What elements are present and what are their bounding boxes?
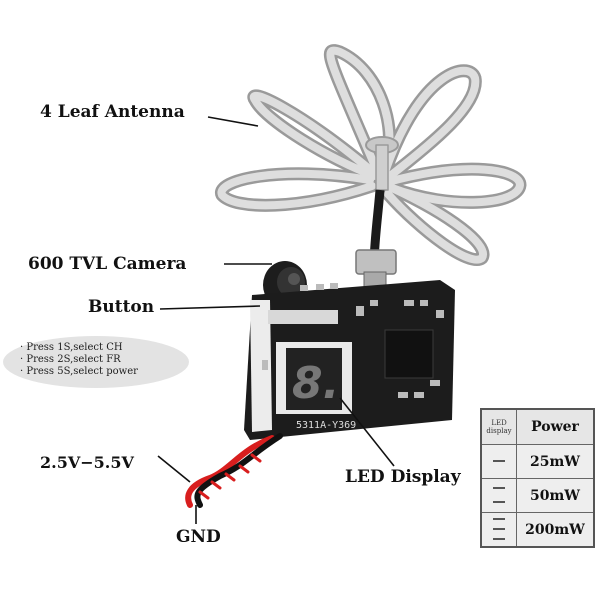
led-indicator-3: [480, 512, 517, 548]
antenna-connector: [355, 249, 397, 275]
instructions-bubble: [3, 336, 189, 388]
table-row: 25mW: [480, 444, 595, 479]
leader-lines: [157, 116, 395, 524]
header-led-display: LED display: [480, 408, 517, 445]
led-display-label: LED Display: [345, 467, 461, 487]
table-row: 200mW: [480, 512, 595, 548]
header-power: Power: [516, 408, 595, 445]
antenna-label: 4 Leaf Antenna: [40, 102, 185, 122]
led-segment: [493, 460, 505, 462]
power-table: LED display Power 25mW 50mW 200mW: [480, 408, 595, 548]
power-wires: [185, 433, 283, 508]
table-row: 50mW: [480, 478, 595, 513]
voltage-label: 2.5V−5.5V: [40, 453, 134, 472]
led-digit: 8.: [292, 358, 339, 409]
gnd-label: GND: [176, 527, 221, 547]
led-segment: [493, 518, 505, 520]
led-indicator-2: [480, 478, 517, 513]
instruction-item: · Press 1S,select CH: [20, 342, 123, 353]
button-label: Button: [88, 297, 155, 317]
power-value: 50mW: [516, 478, 595, 513]
led-segment: [493, 487, 505, 489]
camera-label: 600 TVL Camera: [28, 254, 187, 274]
instruction-item: · Press 2S,select FR: [20, 354, 121, 365]
power-value: 200mW: [516, 512, 595, 548]
instruction-item: · Press 5S,select power: [20, 366, 138, 377]
led-segment: [493, 501, 505, 503]
transmitter-pcb: 8. 5311A-Y369: [244, 280, 455, 440]
led-segment: [493, 538, 505, 540]
table-header-row: LED display Power: [480, 408, 595, 445]
led-indicator-1: [480, 444, 517, 479]
led-segment: [493, 528, 505, 530]
instructions-list: · Press 1S,select CH · Press 2S,select F…: [20, 342, 138, 378]
pcb-marking: 5311A-Y369: [296, 420, 356, 431]
antenna-illustration: [215, 44, 527, 267]
power-value: 25mW: [516, 444, 595, 479]
